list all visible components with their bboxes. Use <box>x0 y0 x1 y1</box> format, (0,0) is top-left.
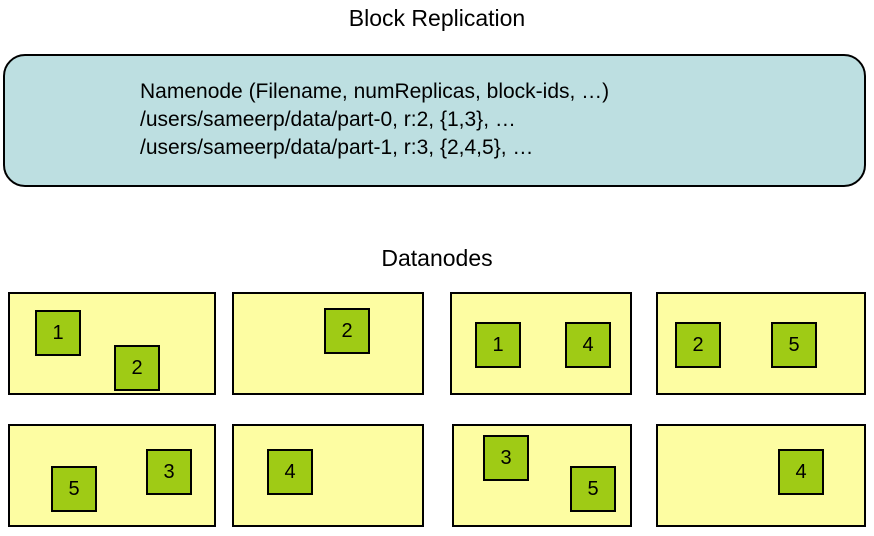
block-square: 3 <box>146 449 192 495</box>
block-square: 2 <box>324 308 370 354</box>
block-square: 5 <box>51 466 97 512</box>
block-square: 2 <box>675 322 721 368</box>
datanodes-section-label: Datanodes <box>381 245 493 271</box>
block-square: 2 <box>114 345 160 391</box>
block-square: 4 <box>778 449 824 495</box>
block-id-label: 2 <box>692 334 704 356</box>
block-square: 4 <box>267 449 313 495</box>
block-id-label: 4 <box>795 461 807 483</box>
block-id-label: 3 <box>500 447 512 469</box>
block-square: 5 <box>771 322 817 368</box>
block-id-label: 1 <box>492 334 504 356</box>
block-id-label: 2 <box>341 320 353 342</box>
block-id-label: 1 <box>52 322 64 344</box>
block-id-label: 3 <box>163 461 175 483</box>
block-id-label: 4 <box>284 461 296 483</box>
block-square: 3 <box>483 435 529 481</box>
block-id-label: 4 <box>582 334 594 356</box>
namenode-box: Namenode (Filename, numReplicas, block-i… <box>3 54 866 187</box>
block-square: 5 <box>570 466 616 512</box>
block-square: 1 <box>35 310 81 356</box>
block-id-label: 2 <box>131 357 143 379</box>
block-square: 1 <box>475 322 521 368</box>
datanode-2: 2 <box>232 292 424 395</box>
block-id-label: 5 <box>788 334 800 356</box>
page-title: Block Replication <box>348 5 526 31</box>
datanode-6: 4 <box>232 424 424 527</box>
block-square: 4 <box>565 322 611 368</box>
block-id-label: 5 <box>587 478 599 500</box>
namenode-metadata-text: Namenode (Filename, numReplicas, block-i… <box>140 80 610 159</box>
block-id-label: 5 <box>68 478 80 500</box>
datanode-8: 4 <box>656 424 866 527</box>
